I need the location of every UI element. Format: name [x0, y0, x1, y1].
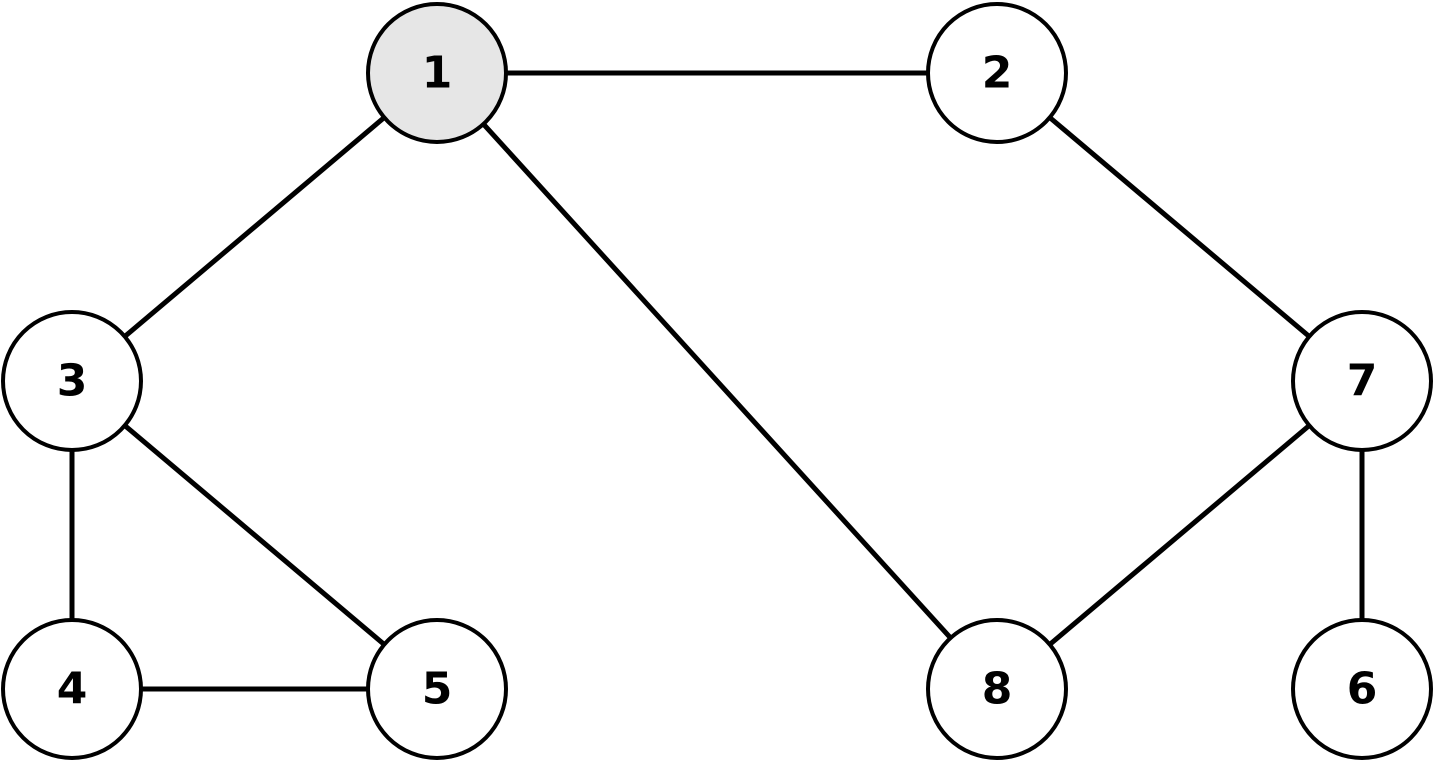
- edges-layer: [69, 70, 1365, 692]
- node-2: 2: [926, 2, 1068, 144]
- node-circle-5: [366, 618, 508, 760]
- node-circle-4: [1, 618, 143, 760]
- node-circle-8: [926, 618, 1068, 760]
- node-1: 1: [366, 2, 508, 144]
- node-3: 3: [1, 310, 143, 452]
- node-8: 8: [926, 618, 1068, 760]
- node-label-7: 7: [1347, 356, 1378, 407]
- node-label-8: 8: [982, 664, 1013, 715]
- node-circle-1: [366, 2, 508, 144]
- node-circle-3: [1, 310, 143, 452]
- node-label-4: 4: [57, 664, 88, 715]
- node-label-6: 6: [1347, 664, 1378, 715]
- node-label-1: 1: [422, 48, 453, 99]
- edge-7-8: [1048, 423, 1311, 647]
- node-6: 6: [1291, 618, 1433, 760]
- edge-1-3: [123, 115, 386, 339]
- node-circle-6: [1291, 618, 1433, 760]
- node-circle-2: [926, 2, 1068, 144]
- node-5: 5: [366, 618, 508, 760]
- node-7: 7: [1291, 310, 1433, 452]
- edge-3-5: [123, 423, 386, 647]
- node-label-5: 5: [422, 664, 453, 715]
- node-label-2: 2: [982, 48, 1013, 99]
- edge-2-7: [1048, 115, 1311, 339]
- edge-1-8: [481, 122, 953, 640]
- node-4: 4: [1, 618, 143, 760]
- node-label-3: 3: [57, 356, 88, 407]
- node-circle-7: [1291, 310, 1433, 452]
